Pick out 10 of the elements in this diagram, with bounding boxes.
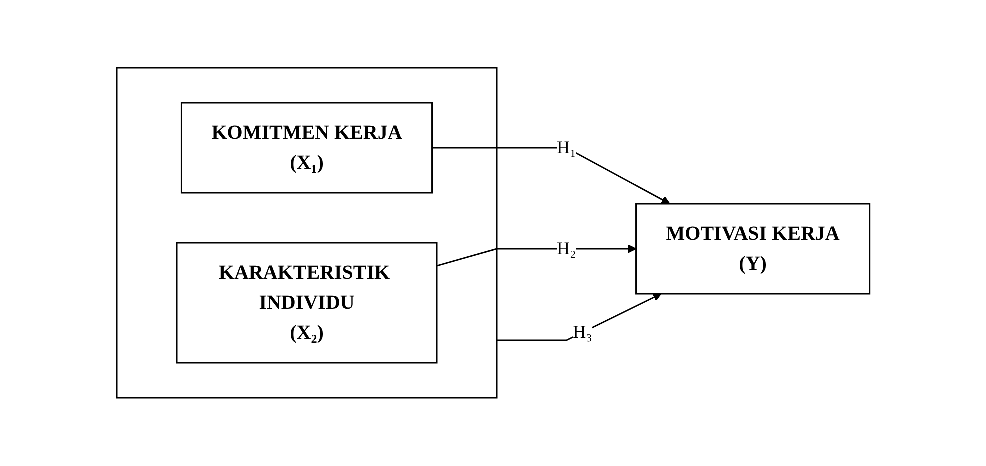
cluster <box>116 67 498 399</box>
node-box: KARAKTERISTIK INDIVIDU (X₂) <box>176 242 438 364</box>
arrow <box>432 147 670 204</box>
edge-label: H₂ <box>556 238 576 258</box>
node-box: MOTIVASI KERJA (Y) <box>635 203 870 295</box>
node-box: KOMITMEN KERJA (X₁) <box>180 102 433 194</box>
arrow <box>436 244 636 267</box>
edge-label: H₃ <box>572 322 592 342</box>
edge-label: H₁ <box>556 138 576 158</box>
arrow <box>496 294 662 342</box>
